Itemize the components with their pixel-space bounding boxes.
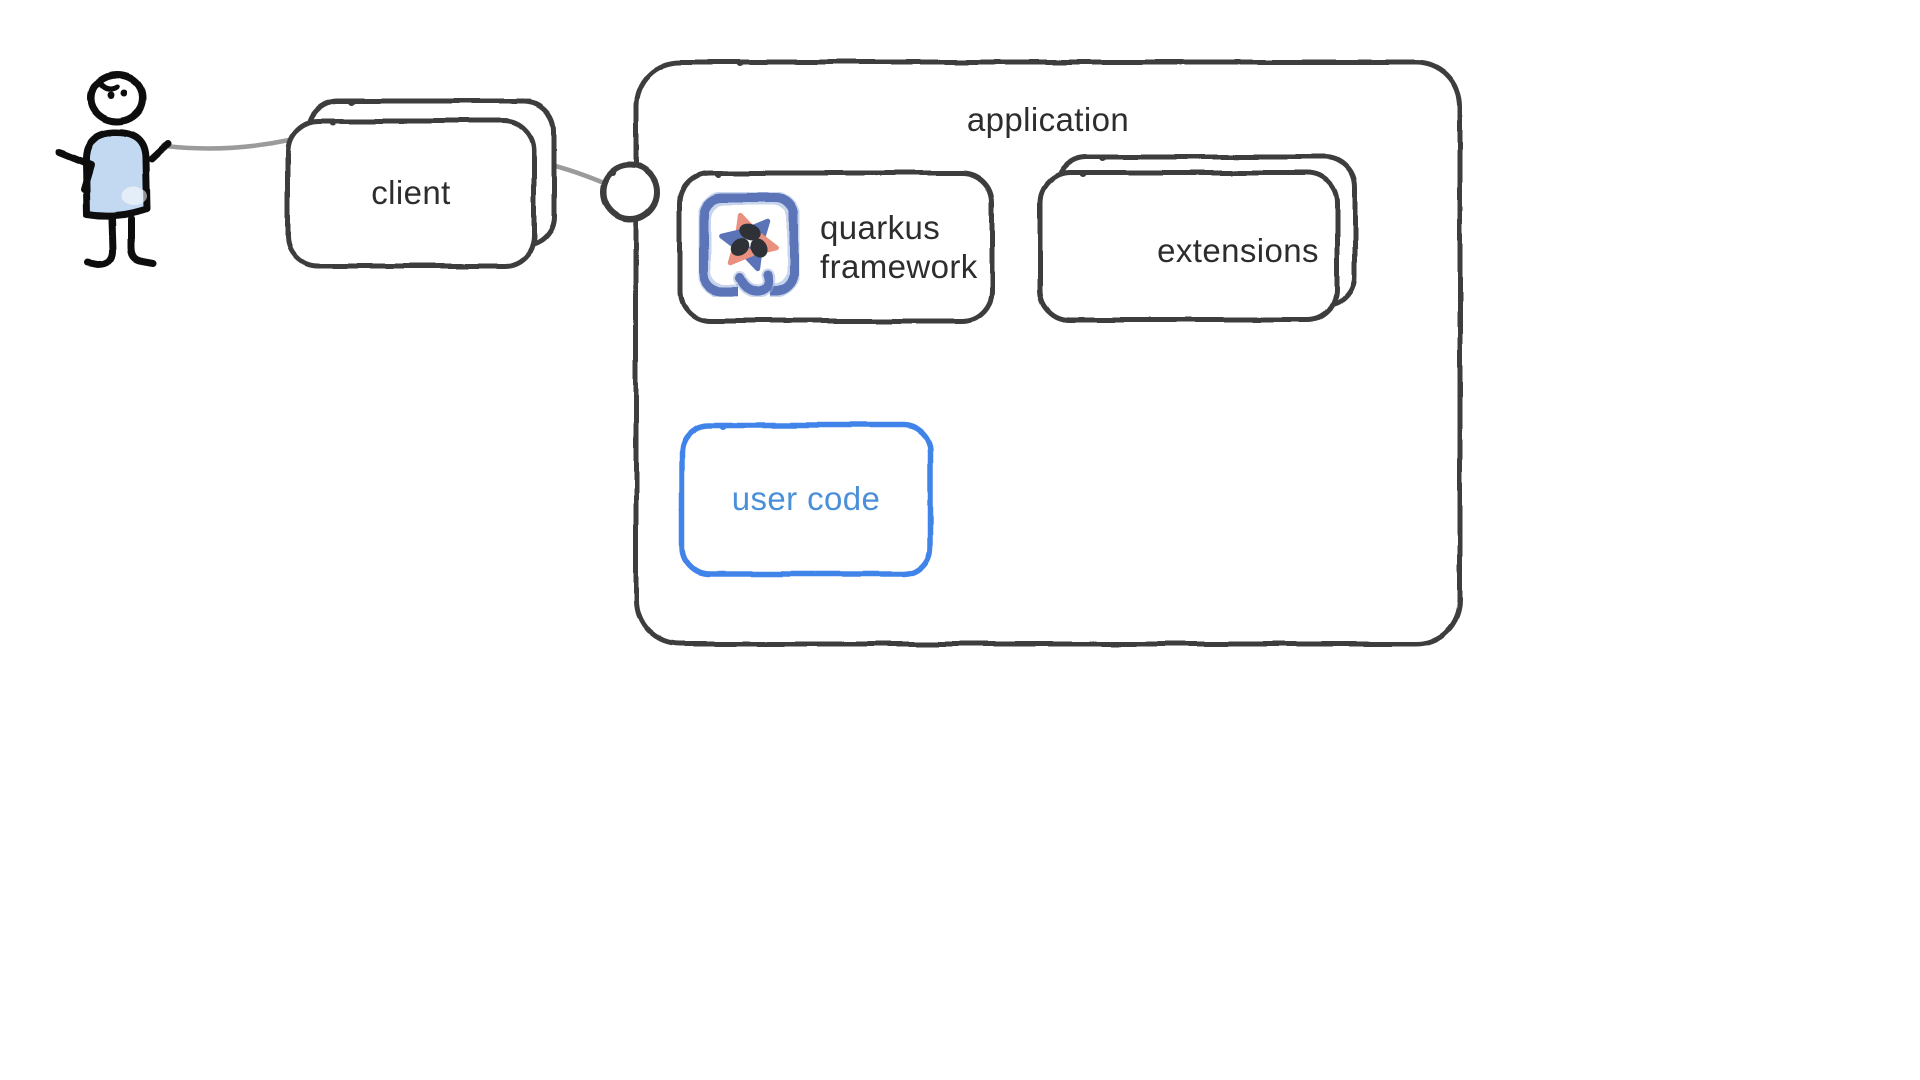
person-hair-curl xyxy=(96,79,120,92)
client-label: client xyxy=(371,174,451,211)
connector-node-icon xyxy=(600,162,660,222)
person-left-arm xyxy=(55,148,95,193)
client-box-front xyxy=(285,118,537,269)
quarkus-label-line1: quarkus xyxy=(820,209,941,246)
person-client-connector-line xyxy=(161,137,292,151)
person-eye-left xyxy=(107,91,115,99)
person-icon xyxy=(55,71,172,269)
person-left-leg xyxy=(84,215,117,269)
quarkus-logo-icon xyxy=(697,191,801,299)
user-code-label: user code xyxy=(731,480,881,517)
person-right-leg xyxy=(127,215,157,267)
person-eye-right xyxy=(120,89,128,97)
application-label: application xyxy=(966,101,1130,138)
extensions-label: extensions xyxy=(1157,232,1319,269)
person-right-arm xyxy=(148,140,172,163)
extensions-box-stack xyxy=(1037,154,1358,323)
quarkus-logo-star xyxy=(719,212,779,272)
quarkus-label-line2: framework xyxy=(820,248,978,285)
extensions-box-front xyxy=(1037,170,1340,323)
quarkus-framework-label: quarkus framework xyxy=(820,208,978,286)
user-code-box xyxy=(679,422,933,577)
client-box-stack xyxy=(285,98,557,269)
